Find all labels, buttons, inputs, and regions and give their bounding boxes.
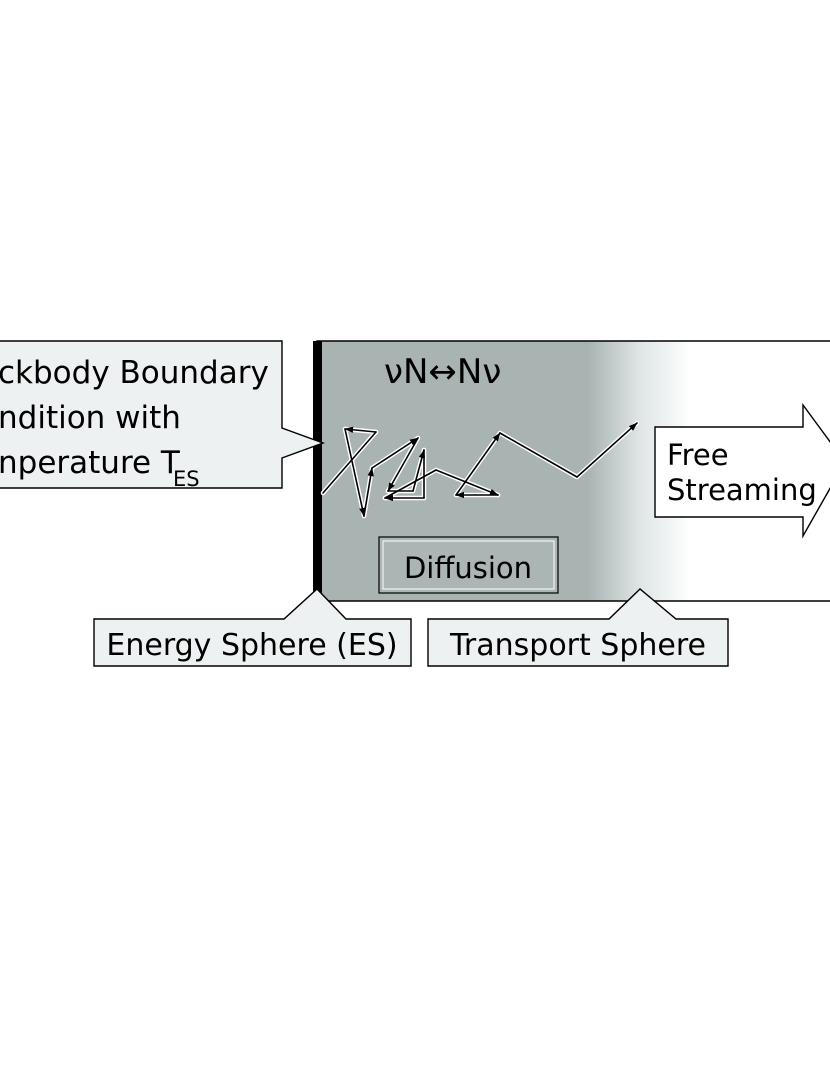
energy-sphere-boundary	[313, 341, 322, 601]
blackbody-line3: nperature T	[0, 445, 181, 481]
diffusion-box: Diffusion	[378, 536, 559, 594]
free-streaming-line2: Streaming	[667, 473, 817, 507]
reaction-label: νN↔Nν	[384, 352, 501, 392]
free-streaming-arrow: Free Streaming	[654, 402, 830, 539]
blackbody-line2: ndition with	[0, 400, 181, 436]
transport-sphere-callout: Transport Sphere	[427, 588, 729, 667]
diffusion-label: Diffusion	[404, 551, 532, 585]
energy-sphere-label: Energy Sphere (ES)	[106, 628, 397, 663]
blackbody-line1: ckbody Boundary	[0, 355, 269, 391]
transport-sphere-label: Transport Sphere	[449, 628, 706, 663]
free-streaming-line1: Free	[667, 438, 729, 472]
random-walk-arrows	[320, 420, 640, 519]
blackbody-callout: ckbody Boundary ndition with nperature T…	[0, 340, 326, 491]
blackbody-subscript: ES	[173, 467, 200, 491]
energy-sphere-callout: Energy Sphere (ES)	[93, 588, 412, 667]
